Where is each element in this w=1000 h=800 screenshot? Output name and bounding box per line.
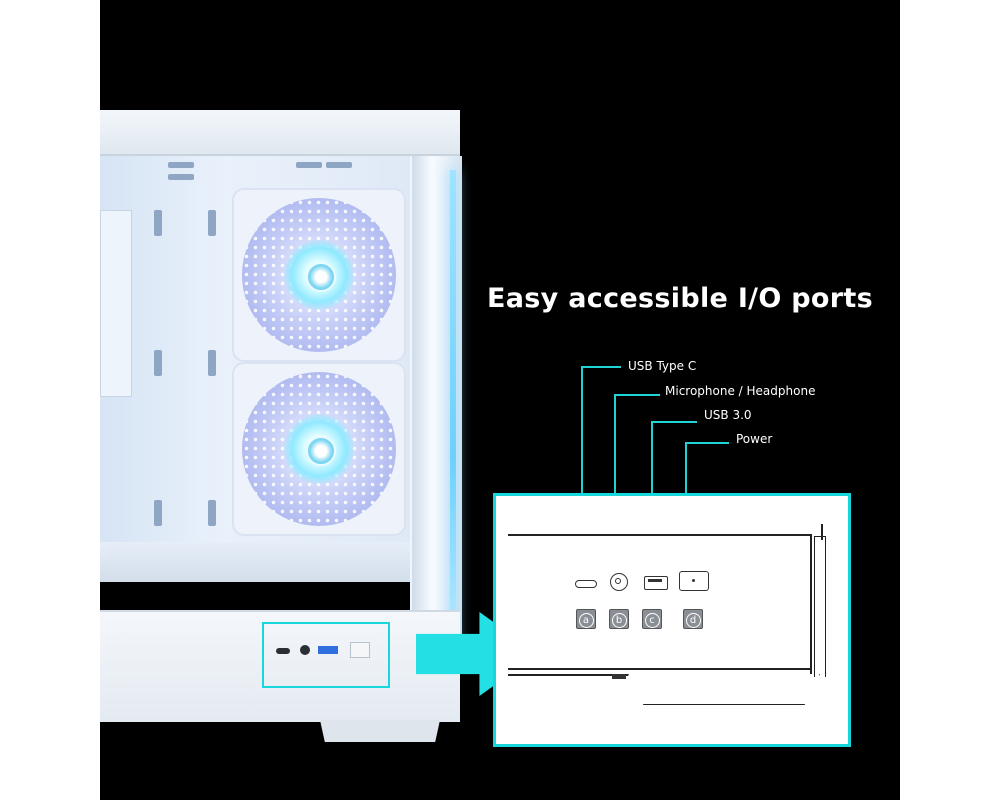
tie-slot [154,500,162,526]
case-front-bottom [100,610,460,722]
leader-line [614,394,660,396]
label-usb-type-c: USB Type C [628,359,697,373]
tie-slot [326,162,352,168]
usb3-port [318,646,338,654]
io-highlight-frame [262,622,390,688]
case-foot [320,720,440,742]
label-mic-headphone: Microphone / Headphone [665,384,816,398]
usb3-tongue [648,579,662,582]
psu-shroud [100,542,410,582]
pc-case-photo [100,110,462,742]
cable-cutout [100,210,132,397]
audio-jack [300,645,310,655]
latch-drawing [612,674,626,679]
audio-jack-inner [615,578,621,584]
panel-edge-line [508,668,810,670]
power-led [692,579,695,582]
panel-edge-line [508,534,810,536]
tie-slot [208,350,216,376]
tie-slot [154,210,162,236]
panel-edge-line [810,534,812,674]
badge-c: c [642,609,662,629]
leader-line [685,442,729,444]
rgb-fan-bottom [234,364,404,534]
leader-line [581,367,583,573]
tie-slot [208,500,216,526]
case-foot-drawing [628,674,820,705]
tie-slot [168,174,194,180]
label-usb-3: USB 3.0 [704,408,752,422]
badge-d: d [683,609,703,629]
product-stage: Easy accessible I/O ports USB Type C Mic… [100,0,900,800]
panel-edge-line [821,524,823,540]
leader-line [581,366,621,368]
leader-line [614,395,616,571]
label-power: Power [736,432,773,446]
panel-edge-line [508,674,628,676]
rgb-light-strip [450,170,456,650]
badge-b: b [609,609,629,629]
tie-slot [168,162,194,168]
case-top-panel [100,110,460,156]
rgb-fan-top [234,190,404,360]
usb-c-port [276,648,290,654]
badge-a: a [576,609,596,629]
tie-slot [296,162,322,168]
headline: Easy accessible I/O ports [487,283,873,314]
io-diagram: a b c d [493,493,851,747]
tie-slot [208,210,216,236]
tie-slot [154,350,162,376]
power-button [350,642,370,658]
glass-edge-drawing [814,536,826,677]
leader-line [651,421,697,423]
usb-c-icon [575,580,597,588]
